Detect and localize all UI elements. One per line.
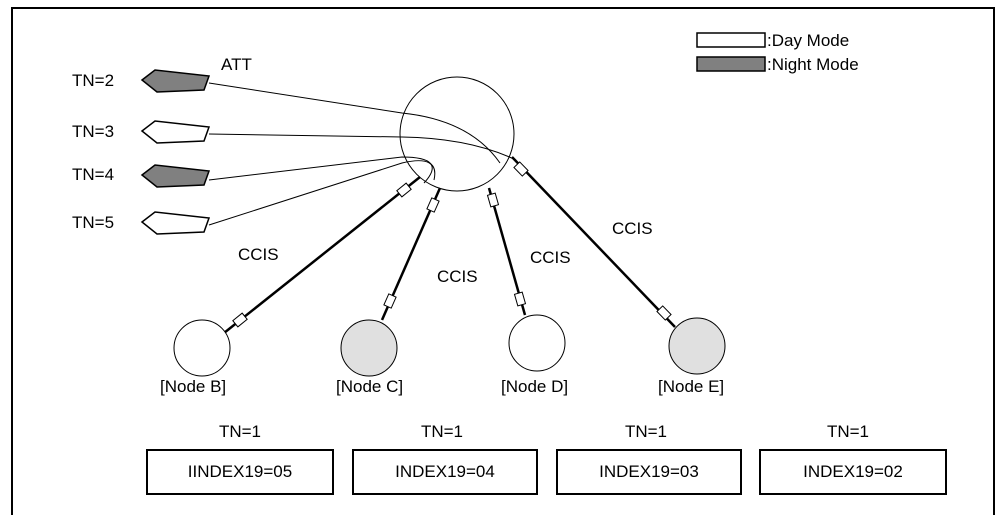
- node-b-name: [Node B]: [160, 377, 226, 396]
- ccis-label-node-d: CCIS: [530, 248, 571, 267]
- node-d-tn: TN=1: [625, 422, 667, 441]
- line-tn4: [208, 156, 433, 184]
- trunk-terminal: [513, 161, 529, 177]
- trunk-terminal: [486, 192, 500, 208]
- ccis-label-node-e: CCIS: [612, 219, 653, 238]
- legend-night-swatch: [696, 56, 766, 72]
- node-e-index: INDEX19=02: [803, 462, 903, 481]
- ccis-label-node-b: CCIS: [238, 245, 279, 264]
- node-e-index-box: INDEX19=02: [759, 449, 947, 495]
- line-tn5: [208, 160, 436, 226]
- ccis-trunk-node-b: [223, 176, 421, 334]
- ccis-label-node-c: CCIS: [437, 267, 478, 286]
- node-c-index-box: INDEX19=04: [352, 449, 538, 495]
- tenant-label-tn3: TN=3: [72, 122, 114, 141]
- trunk-terminal: [656, 305, 672, 321]
- frame: [11, 7, 995, 515]
- node-c-circle: [340, 319, 398, 377]
- node-b-index: IINDEX19=05: [187, 462, 293, 481]
- line-tn3: [208, 133, 517, 161]
- attendant-console-tn4: [140, 164, 211, 188]
- attendant-console-tn3: [140, 120, 211, 144]
- node-c-name: [Node C]: [336, 377, 403, 396]
- node-b-circle: [173, 319, 231, 377]
- node-d-name: [Node D]: [501, 377, 568, 396]
- ccis-trunk-node-e: [511, 156, 676, 328]
- node-e-circle: [668, 317, 726, 375]
- tenant-label-tn4: TN=4: [72, 165, 114, 184]
- attendant-console-tn5: [140, 211, 211, 235]
- node-b-index-box: IINDEX19=05: [146, 449, 334, 495]
- node-d-index: INDEX19=03: [599, 462, 699, 481]
- node-c-index: INDEX19=04: [395, 462, 495, 481]
- node-d-circle: [508, 314, 566, 372]
- trunk-terminal: [383, 293, 397, 309]
- legend-day-swatch: [696, 32, 766, 48]
- main-node: [399, 76, 515, 192]
- node-c-tn: TN=1: [421, 422, 463, 441]
- line-tn2: [208, 82, 501, 164]
- trunk-terminal: [513, 291, 527, 307]
- attendant-console-tn2: [140, 69, 211, 93]
- tenant-label-tn5: TN=5: [72, 213, 114, 232]
- node-d-index-box: INDEX19=03: [556, 449, 742, 495]
- trunk-terminal: [396, 182, 412, 198]
- legend-night-label: :Night Mode: [767, 55, 859, 74]
- att-label: ATT: [221, 55, 252, 74]
- node-e-name: [Node E]: [658, 377, 724, 396]
- legend-day-label: :Day Mode: [767, 31, 849, 50]
- trunk-terminal: [232, 312, 248, 328]
- tenant-label-tn2: TN=2: [72, 71, 114, 90]
- node-e-tn: TN=1: [827, 422, 869, 441]
- trunk-terminal: [426, 197, 440, 213]
- node-b-tn: TN=1: [219, 422, 261, 441]
